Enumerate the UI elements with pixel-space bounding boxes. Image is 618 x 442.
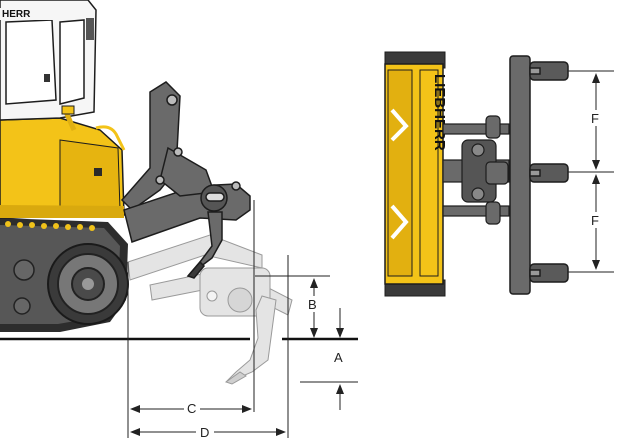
dimension-label-d: D [200,425,209,440]
top-view: LIEBHERR [384,51,614,297]
top-view-frame: LIEBHERR [384,63,448,285]
dimension-label-f-upper: F [591,111,599,126]
dimension-arrowheads [130,278,344,436]
cab-brand-text: HERR [2,9,31,20]
crawler-track [0,218,129,332]
top-view-linkage [442,115,510,225]
dimension-label-a: A [334,350,343,365]
operator-cab: HERR [0,0,97,121]
dimension-f-arrowheads [592,73,600,270]
dimension-f-lines [568,70,614,273]
dimension-label-c: C [187,401,196,416]
dimension-lines [127,200,358,438]
raised-ripper-arm [120,81,251,279]
dimension-label-b: B [308,297,317,312]
dozer-body [0,117,125,219]
ripper-toolbar [509,55,569,295]
lowered-ripper-ghost [127,234,293,385]
side-view: HERR [0,0,358,440]
grab-rail [61,105,126,151]
boom-brand-text: LIEBHERR [431,74,448,151]
dimension-label-f-lower: F [591,213,599,228]
